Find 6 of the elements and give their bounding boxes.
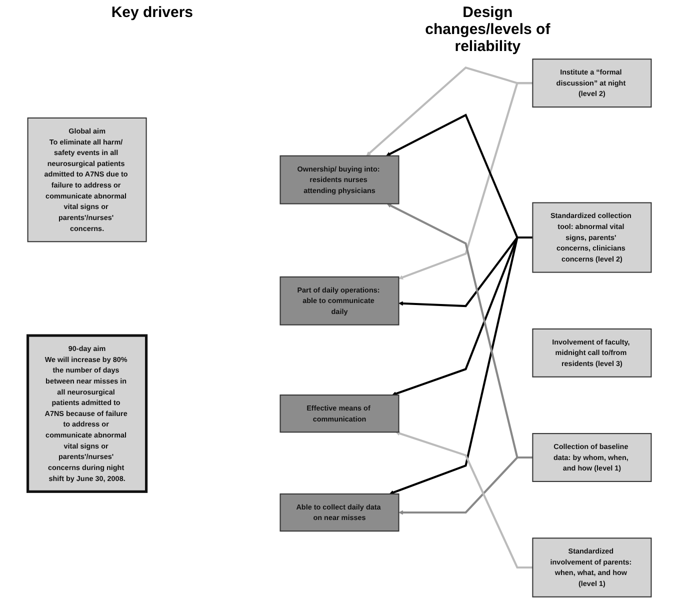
- column-heading: Design changes/levels of reliability: [424, 4, 552, 55]
- arrow: [398, 82, 533, 280]
- arrow: [395, 431, 533, 569]
- column-heading: Key drivers: [111, 4, 194, 23]
- arrow: [398, 456, 533, 515]
- arrow: [389, 236, 533, 495]
